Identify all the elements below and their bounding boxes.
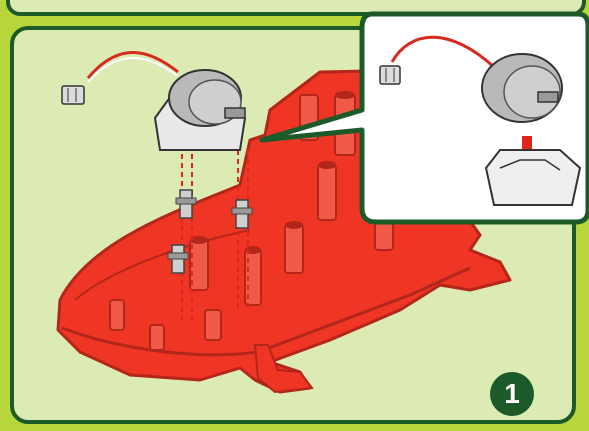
connector-icon [62,86,84,104]
step-number-badge: 1 [490,372,534,416]
motor-icon [482,54,562,122]
connector-icon [380,66,400,84]
motor-icon [62,52,245,150]
